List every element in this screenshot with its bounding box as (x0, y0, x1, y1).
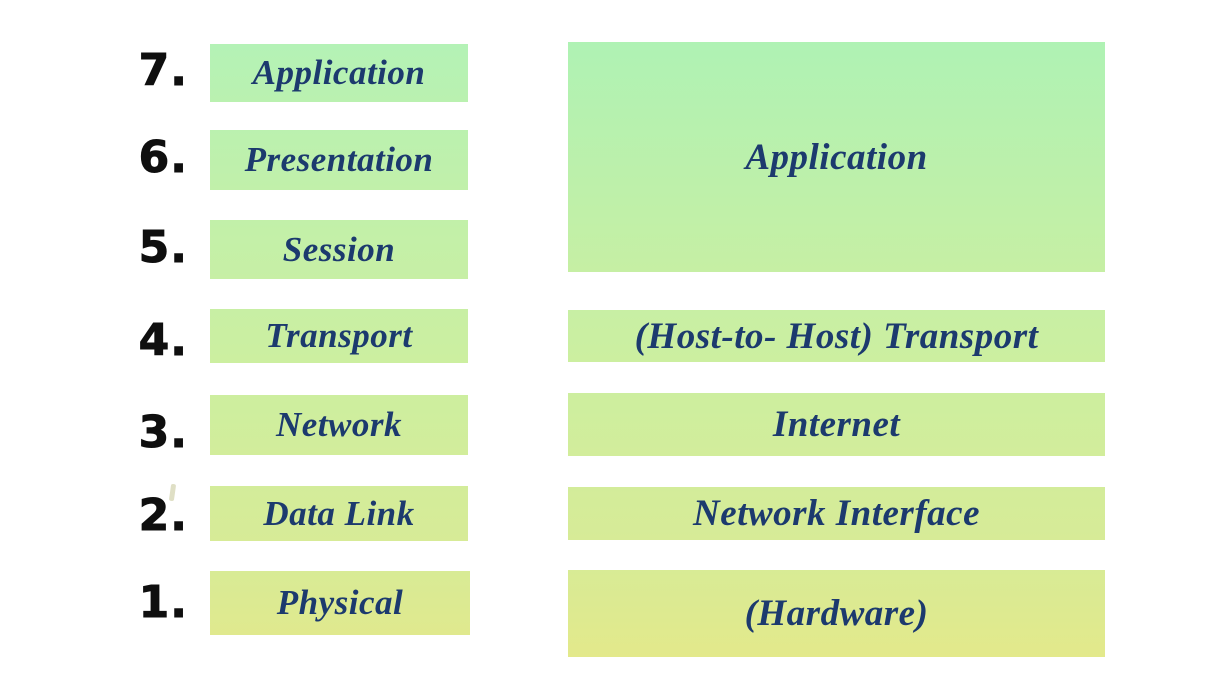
osi-layer-label-network: Network (276, 405, 402, 444)
osi-layer-label-data-link: Data Link (263, 493, 415, 533)
osi-layer-number-2: 2. (138, 490, 188, 541)
tcpip-layer-label-application: Application (745, 136, 928, 178)
tcpip-layer-box-application: Application (568, 42, 1105, 272)
osi-layer-box-presentation: Presentation (210, 130, 468, 190)
osi-layer-box-application: Application (210, 44, 468, 102)
osi-layer-label-session: Session (282, 229, 396, 269)
osi-layer-box-physical: Physical (210, 571, 470, 635)
osi-layer-box-transport: Transport (210, 309, 468, 363)
osi-layer-box-network: Network (210, 395, 468, 455)
osi-layer-box-session: Session (210, 220, 468, 279)
osi-layer-label-application: Application (252, 53, 426, 92)
tcpip-layer-box-host-to-host-transport: (Host-to- Host) Transport (568, 310, 1105, 362)
osi-layer-label-physical: Physical (276, 583, 404, 622)
osi-layer-number-1: 1. (138, 577, 188, 628)
tcpip-layer-box-hardware: (Hardware) (568, 570, 1105, 657)
osi-layer-number-7: 7. (138, 45, 188, 96)
tcpip-layer-label-internet: Internet (772, 404, 901, 445)
tcpip-layer-label-network-interface: Network Interface (693, 493, 980, 534)
tcpip-layer-box-internet: Internet (568, 393, 1105, 456)
osi-layer-box-data-link: Data Link (210, 486, 468, 541)
tcpip-layer-box-network-interface: Network Interface (568, 487, 1105, 540)
osi-layer-number-6: 6. (138, 132, 188, 183)
osi-layer-label-transport: Transport (265, 316, 413, 355)
tcpip-layer-label-hardware: (Hardware) (744, 593, 929, 634)
osi-layer-number-3: 3. (138, 407, 188, 458)
osi-layer-label-presentation: Presentation (244, 140, 434, 179)
tcpip-layer-label-host-to-host-transport: (Host-to- Host) Transport (634, 315, 1039, 357)
osi-layer-number-4: 4. (138, 315, 188, 366)
osi-layer-number-5: 5. (138, 222, 188, 273)
